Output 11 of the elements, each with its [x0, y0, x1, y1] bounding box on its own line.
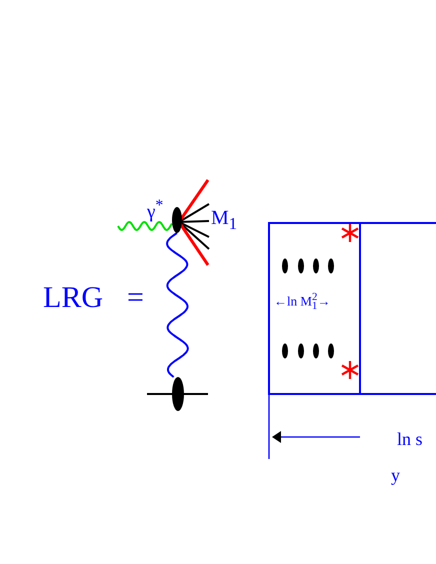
- particle-label: γ$^{*}$: [147, 198, 164, 222]
- axis-label: y: [391, 466, 400, 484]
- wavy-line: [117, 220, 173, 232]
- axis-label: ln s: [397, 430, 423, 448]
- vertex-blob: [172, 207, 182, 233]
- equals-sign: =: [127, 283, 144, 313]
- mass-label: M$_{1}$: [211, 208, 238, 233]
- diagram-label: LRG: [43, 283, 103, 313]
- gap-width-label: ←ln M$_{1}$$^{2}$→: [274, 292, 330, 312]
- vertex-blob: [172, 377, 184, 411]
- wavy-line: [166, 232, 189, 378]
